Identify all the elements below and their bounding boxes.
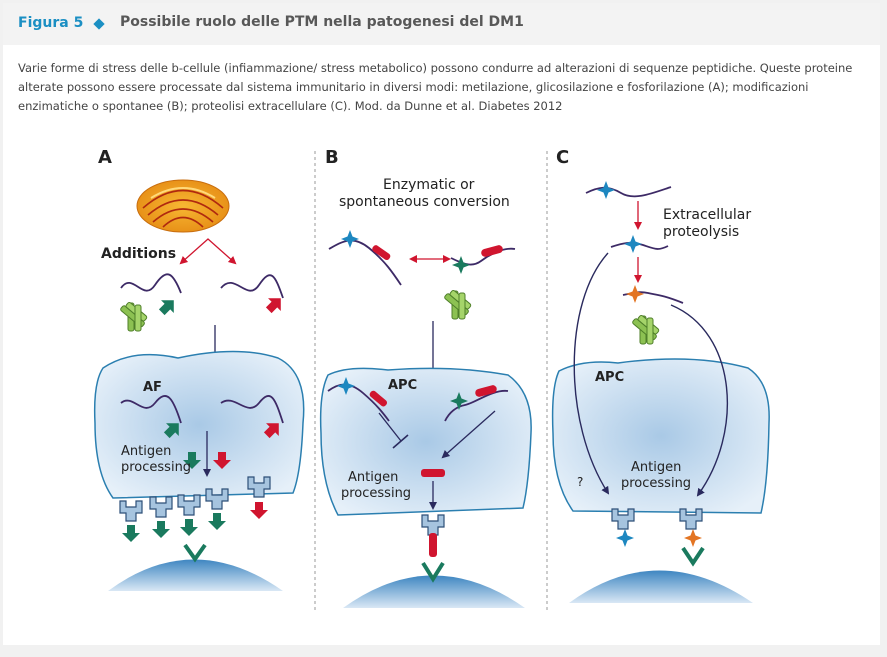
peptide-chain [120,273,182,294]
additions-label: Additions [101,246,176,262]
blue-star-icon [624,235,642,253]
panel-c-title-line1: Extracellular [663,207,751,223]
mhc-molecule-icon [149,496,173,518]
tcr-receptor-icon [421,561,445,583]
antigen-processing-line2: processing [121,460,191,475]
green-modification-icon [155,293,181,319]
af-cell [93,350,305,499]
peptide-chain [220,395,284,424]
tcr-receptor-icon [631,314,661,345]
green-modification-icon [122,525,140,542]
apc-cell-label: APC [388,378,417,393]
t-cell-surface [108,559,283,591]
panel-b-title-line1: Enzymatic or [383,177,475,193]
processed-peptide [421,469,445,477]
figure-header: Figura 5 Possibile ruolo delle PTM nella… [3,3,880,45]
flow-arrow [670,304,729,497]
apc-cell [551,358,770,514]
additions-arrows [179,238,237,265]
blue-star-icon [616,529,634,547]
presented-peptide [429,533,437,557]
panel-b: B Enzymatic or spontaneous conversion AP… [319,147,532,608]
green-modification-icon [180,519,198,536]
antigen-processing-line2: processing [341,486,411,501]
question-mark: ? [577,475,583,489]
antigen-processing-line1: Antigen [348,470,398,485]
orange-star-icon [626,285,644,303]
red-modification-icon [250,502,268,519]
flow-arrow [441,410,496,459]
mhc-molecule-icon [177,494,201,516]
blue-star-icon [341,230,359,248]
antigen-processing-line1: Antigen [631,460,681,475]
panel-c-letter: C [556,147,569,168]
tcr-receptor-icon [183,543,207,563]
t-cell-surface [569,570,753,603]
peptide-segment [481,245,503,257]
panel-b-title-line2: spontaneous conversion [339,194,510,210]
peptide-chain [120,395,182,424]
apc-cell [319,367,532,516]
peptide-segment [372,245,391,261]
peptide-segment [369,390,388,407]
figure-label: Figura 5 [18,15,84,31]
panel-a-letter: A [98,147,112,168]
peptide-chain [220,274,284,299]
tcr-receptor-icon [443,289,473,320]
green-modification-icon [208,513,226,530]
green-modification-icon [152,521,170,538]
mhc-molecule-icon [421,514,445,536]
inhibition-line [378,412,402,442]
teal-star-icon [452,256,470,274]
t-cell-surface [343,575,525,608]
figure-caption: Varie forme di stress delle b-cellule (i… [18,61,853,113]
figure-title: Possibile ruolo delle PTM nella patogene… [120,14,524,30]
peptide-chain [585,186,672,198]
red-modification-icon [262,291,288,317]
blue-star-icon [597,181,615,199]
tcr-receptor-icon [681,546,705,567]
af-cell-label: AF [143,380,162,395]
peptide-segment [475,385,497,397]
inhibition-bar [392,434,409,449]
panel-b-letter: B [325,147,339,168]
mhc-molecule-icon [119,500,143,522]
antigen-processing-line2: processing [621,476,691,491]
peptide-chain [610,241,669,250]
apc-cell-label: APC [595,370,624,385]
ptm-diagram: A Additions AF [93,147,770,611]
panel-a: A Additions AF [93,147,305,591]
orange-star-icon [684,529,702,547]
antigen-processing-line1: Antigen [121,444,171,459]
figure-card: Figura 5 Possibile ruolo delle PTM nella… [3,3,880,645]
tcr-receptor-icon [119,301,149,332]
flow-arrow [573,252,610,495]
peptide-chain [328,239,402,286]
panel-c-title-line2: proteolysis [663,224,739,240]
panel-c: C Extracellular proteolysis APC ? Antige… [551,147,770,603]
endoplasmic-reticulum-icon [136,179,230,233]
